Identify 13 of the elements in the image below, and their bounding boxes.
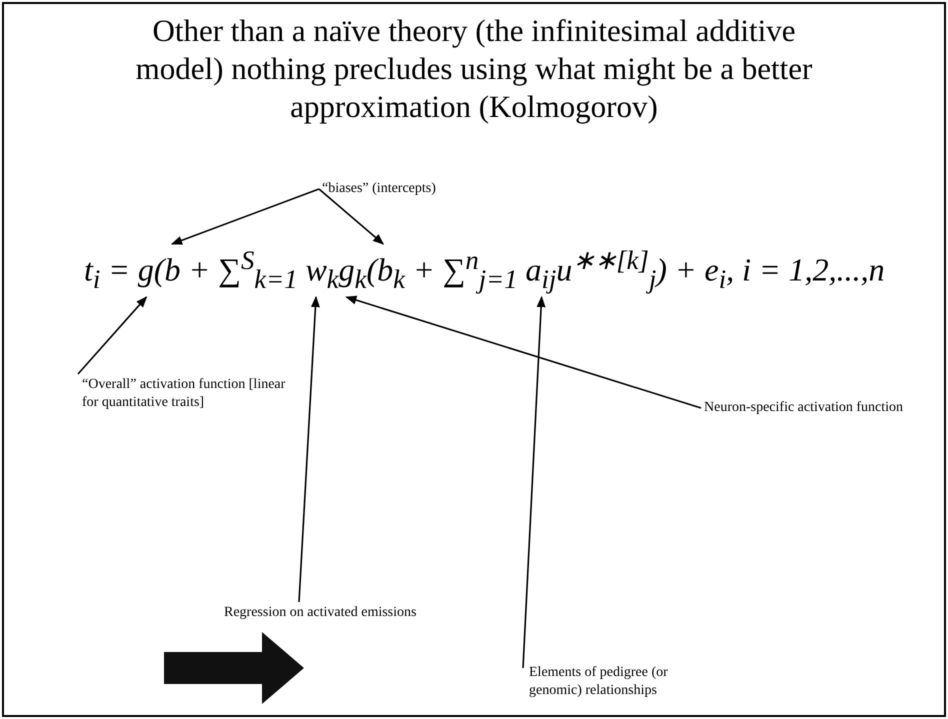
annotation-text: “Overall” activation function [linear for quantitative traits] <box>82 376 297 412</box>
leader-arrow <box>318 188 384 245</box>
leader-arrow <box>522 296 546 668</box>
leader-arrow <box>345 296 702 409</box>
leader-arrow <box>170 188 320 245</box>
annotation-text: Neuron-specific activation function <box>704 399 934 417</box>
annotation-text: “biases” (intercepts) <box>322 180 492 198</box>
leader-arrow <box>77 296 148 375</box>
formula: t$_{i}$ = g(b + ∑$^{S}$$_{k=1}$ w$_{k}$g$_{k}$(b$_{k}$ + ∑$^{n}$$_{j=1}$ a$_{ij}$u$^{∗∗[k]}$$_{j}$) + e$_{i}$, i = 1,2,...,n <box>84 240 885 300</box>
annotation-text: Elements of pedigree (or genomic) relationships <box>529 664 719 700</box>
leader-arrow <box>298 296 320 602</box>
slide-title: Other than a naïve theory (the infinitesimal additive model) nothing precludes using what might be a better approximation (Kolmogorov) <box>134 12 814 126</box>
annotation-text: Regression on activated emissions <box>224 604 454 622</box>
